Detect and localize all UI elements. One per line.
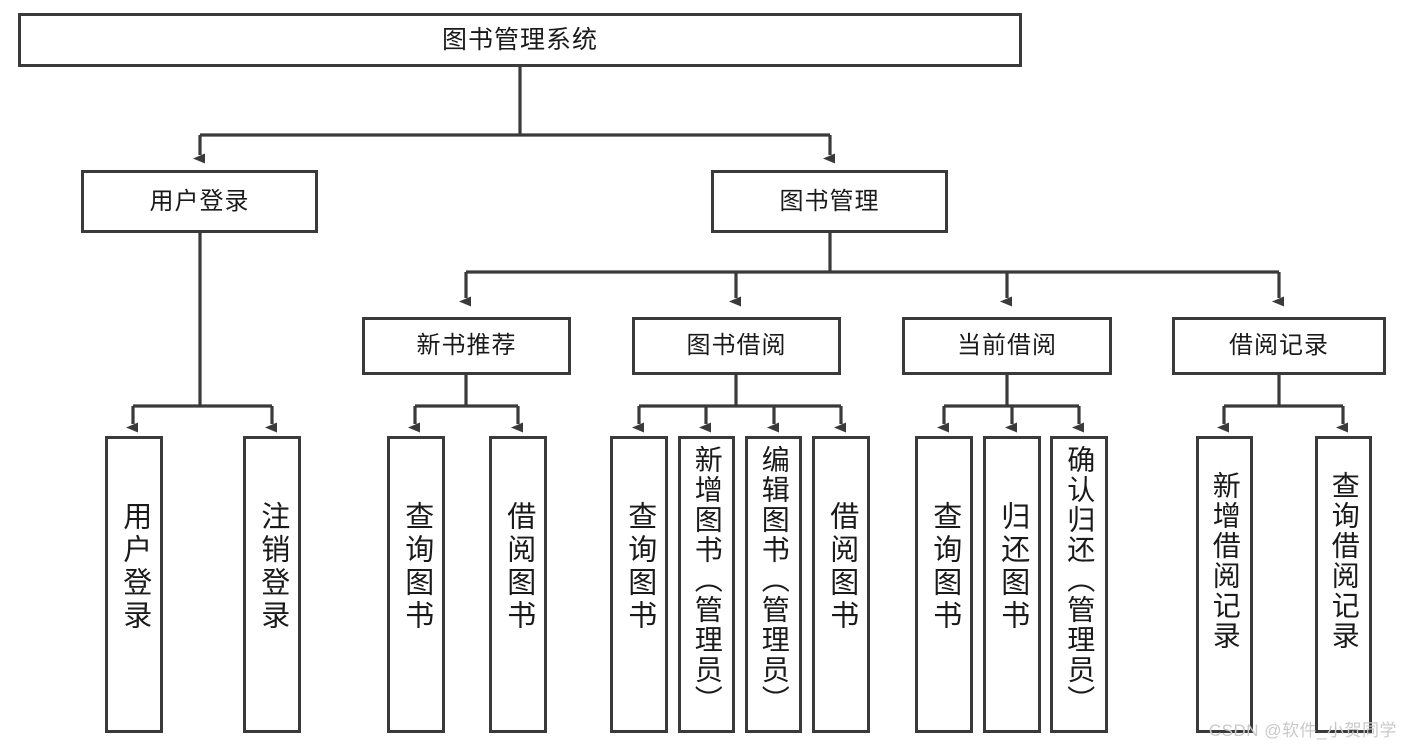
node-root[interactable]: 图书管理系统 [18, 13, 1022, 67]
leaf-add-book-admin[interactable]: 新增图书（管理员） [678, 436, 735, 733]
node-current-borrow[interactable]: 当前借阅 [902, 317, 1112, 375]
node-label: 新增借阅记录 [1209, 471, 1241, 651]
node-label: 确认归还（管理员） [1064, 445, 1096, 715]
leaf-add-borrow-record[interactable]: 新增借阅记录 [1196, 436, 1253, 733]
node-label: 新增图书（管理员） [691, 445, 723, 715]
node-book-management[interactable]: 图书管理 [711, 170, 948, 233]
leaf-return-book[interactable]: 归还图书 [983, 436, 1041, 733]
node-borrow-record[interactable]: 借阅记录 [1172, 317, 1386, 375]
node-label: 新书推荐 [416, 332, 517, 360]
node-label: 归还图书 [996, 501, 1029, 633]
node-label: 编辑图书（管理员） [758, 445, 790, 715]
leaf-query-book-borrow[interactable]: 查询图书 [610, 436, 668, 733]
node-new-book-recommend[interactable]: 新书推荐 [362, 317, 571, 375]
node-label: 借阅图书 [502, 501, 535, 633]
leaf-query-book-current[interactable]: 查询图书 [915, 436, 973, 733]
node-label: 查询图书 [623, 501, 656, 633]
node-label: 查询图书 [928, 501, 961, 633]
leaf-user-login[interactable]: 用户登录 [105, 436, 163, 733]
leaf-edit-book-admin[interactable]: 编辑图书（管理员） [745, 436, 802, 733]
node-label: 用户登录 [118, 501, 151, 633]
leaf-query-book-recommend[interactable]: 查询图书 [387, 436, 445, 733]
node-label: 注销登录 [256, 501, 289, 633]
node-label: 查询图书 [400, 501, 433, 633]
node-book-borrow[interactable]: 图书借阅 [632, 317, 841, 375]
node-user-login[interactable]: 用户登录 [81, 170, 318, 233]
csdn-watermark: CSDN @软件_小贺同学 [1208, 721, 1397, 740]
node-label: 用户登录 [149, 187, 250, 215]
node-label: 当前借阅 [957, 332, 1057, 360]
node-label: 借阅图书 [825, 501, 858, 633]
leaf-query-borrow-record[interactable]: 查询借阅记录 [1315, 436, 1372, 733]
node-label: 借阅记录 [1229, 332, 1329, 360]
node-label: 图书借阅 [686, 332, 787, 360]
node-label: 图书管理系统 [441, 25, 598, 54]
node-label: 查询借阅记录 [1328, 471, 1360, 651]
leaf-confirm-return-admin[interactable]: 确认归还（管理员） [1050, 436, 1108, 733]
leaf-borrow-book[interactable]: 借阅图书 [812, 436, 870, 733]
leaf-borrow-book-recommend[interactable]: 借阅图书 [489, 436, 547, 733]
leaf-logout[interactable]: 注销登录 [243, 436, 301, 733]
node-label: 图书管理 [779, 187, 880, 215]
